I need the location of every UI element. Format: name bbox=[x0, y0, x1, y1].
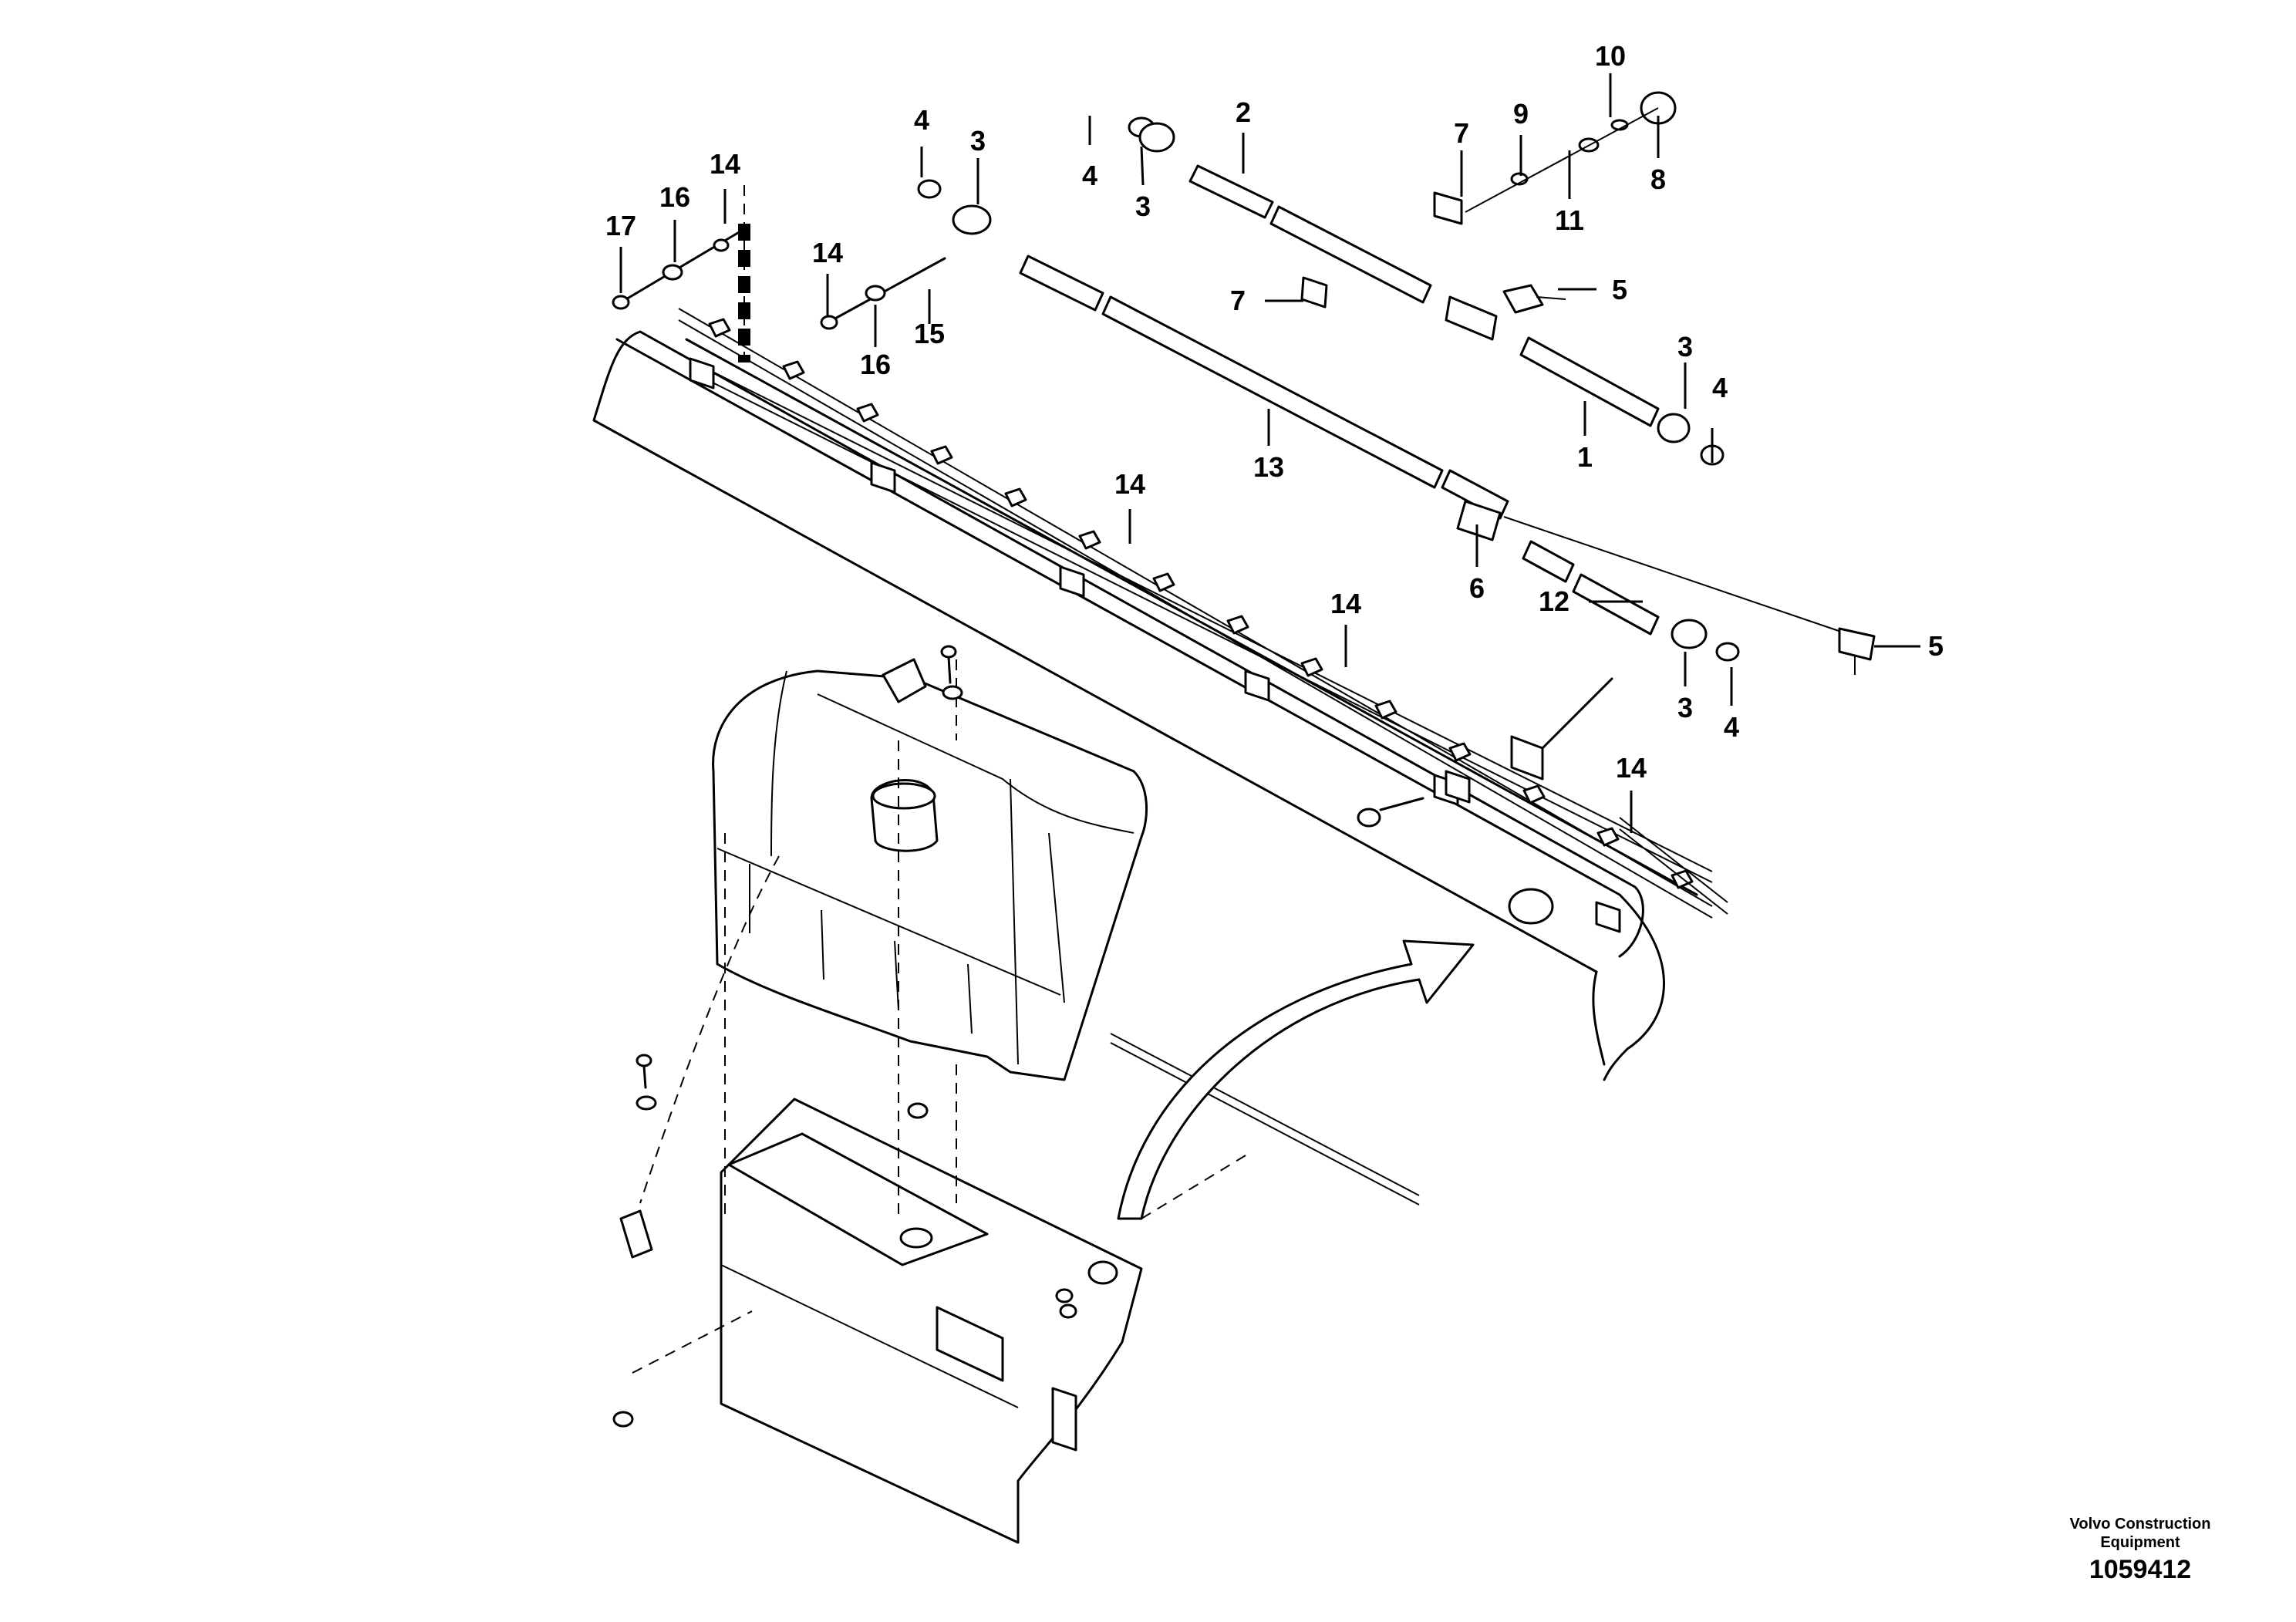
callout-5-upper: 5 bbox=[1612, 274, 1627, 305]
cap-4-lower bbox=[1715, 642, 1740, 662]
bracket-label-plate bbox=[936, 1306, 1004, 1382]
nozzle bbox=[1226, 615, 1249, 635]
pipe-upper bbox=[1269, 205, 1432, 304]
frame-beam bbox=[592, 330, 1665, 1081]
long-pipe-13 bbox=[917, 179, 1876, 675]
callout-15: 15 bbox=[914, 318, 945, 349]
rail-nozzles bbox=[708, 318, 1694, 889]
callout-14-mid: 14 bbox=[1114, 468, 1145, 500]
pipe-1 bbox=[1519, 336, 1660, 427]
callout-4-lower: 4 bbox=[1724, 711, 1739, 743]
clamp-block bbox=[1244, 669, 1270, 702]
pipe-segment-d bbox=[1522, 540, 1575, 583]
nozzle bbox=[930, 445, 953, 465]
right-hardware bbox=[1357, 677, 1728, 915]
tank bbox=[712, 658, 1148, 1081]
callout-14-mid-left: 14 bbox=[812, 237, 843, 268]
company-line-2: Equipment bbox=[2100, 1534, 2180, 1551]
drawing-number: 1059412 bbox=[2089, 1555, 2192, 1584]
elbow-fitting-5-upper bbox=[1502, 284, 1544, 314]
clamp-block bbox=[870, 461, 896, 494]
nozzle bbox=[708, 318, 731, 338]
callout-3-lower: 3 bbox=[1677, 692, 1693, 723]
callout-12: 12 bbox=[1539, 585, 1569, 617]
clamp-block bbox=[689, 357, 715, 389]
callout-5-lower: 5 bbox=[1928, 630, 1944, 662]
leader-lines bbox=[619, 73, 1920, 833]
nozzle bbox=[1078, 530, 1101, 550]
coupling-3-top bbox=[1138, 122, 1175, 153]
callout-16-left: 16 bbox=[659, 181, 690, 213]
nozzle bbox=[1522, 784, 1546, 804]
callout-3-top: 3 bbox=[1135, 191, 1151, 222]
callout-16-right: 16 bbox=[860, 349, 891, 380]
nozzle bbox=[1374, 700, 1397, 720]
tee-fitting bbox=[1445, 295, 1498, 341]
clamp-block bbox=[1059, 565, 1085, 598]
callout-3-right: 3 bbox=[1677, 331, 1693, 363]
clamp-7-upper bbox=[1433, 191, 1463, 225]
mounting-bracket bbox=[619, 1033, 1420, 1544]
assembly-lines bbox=[632, 659, 1250, 1374]
callout-10: 10 bbox=[1595, 40, 1626, 72]
company-line-1: Volvo Construction bbox=[2069, 1516, 2211, 1533]
pipe-2 bbox=[1188, 164, 1274, 219]
callout-14-left: 14 bbox=[710, 148, 740, 180]
clamp-7-lower bbox=[1300, 276, 1328, 309]
cap-4-left bbox=[917, 179, 942, 199]
loose-bolts bbox=[612, 645, 1077, 1428]
filler-cap bbox=[872, 782, 936, 810]
callout-13: 13 bbox=[1253, 451, 1284, 483]
nozzle bbox=[1300, 657, 1323, 677]
callout-14-mid-right: 14 bbox=[1330, 588, 1361, 619]
company-name: Volvo Construction Equipment bbox=[2048, 1515, 2233, 1552]
pipe-13-segment-c bbox=[1441, 469, 1509, 520]
elbow-fitting-5-lower bbox=[1838, 627, 1876, 661]
latch bbox=[619, 1209, 653, 1259]
callout-4-right: 4 bbox=[1712, 372, 1728, 403]
coupling-3-right bbox=[1657, 413, 1691, 443]
clamp-block bbox=[1595, 901, 1621, 933]
pipe-13-segment-b bbox=[1101, 295, 1444, 489]
callout-17: 17 bbox=[605, 210, 636, 241]
direction-arrow bbox=[1117, 939, 1475, 1220]
nozzle bbox=[1448, 742, 1472, 762]
callout-labels: 1 2 3 3 3 3 4 4 4 4 5 5 6 7 7 8 9 10 11 … bbox=[605, 40, 1944, 784]
nozzle bbox=[782, 360, 805, 380]
callout-2: 2 bbox=[1236, 96, 1251, 128]
coupling-3-lower bbox=[1671, 619, 1708, 649]
pipe-13-segment-a bbox=[1019, 255, 1104, 312]
callout-7-lower: 7 bbox=[1230, 285, 1246, 316]
callout-7-upper: 7 bbox=[1454, 117, 1469, 149]
nozzle bbox=[1596, 827, 1620, 847]
nozzle bbox=[856, 403, 879, 423]
callout-3-left: 3 bbox=[970, 125, 986, 157]
callout-8: 8 bbox=[1650, 164, 1666, 195]
callout-11: 11 bbox=[1555, 204, 1584, 236]
callout-6: 6 bbox=[1469, 572, 1485, 604]
pipe-12 bbox=[1572, 573, 1660, 636]
coupling-3-left bbox=[952, 204, 992, 235]
callout-9: 9 bbox=[1513, 98, 1529, 130]
callout-4-left: 4 bbox=[914, 104, 929, 136]
nozzle bbox=[1004, 487, 1027, 508]
nozzle bbox=[1152, 572, 1175, 592]
left-hardware bbox=[612, 185, 946, 363]
coupling-6 bbox=[1456, 500, 1502, 541]
callout-14-right: 14 bbox=[1616, 752, 1647, 784]
beam-hole bbox=[1508, 888, 1554, 925]
callout-4-top: 4 bbox=[1082, 160, 1097, 191]
top-pipe-assembly bbox=[1128, 91, 1677, 427]
callout-1: 1 bbox=[1577, 441, 1593, 473]
